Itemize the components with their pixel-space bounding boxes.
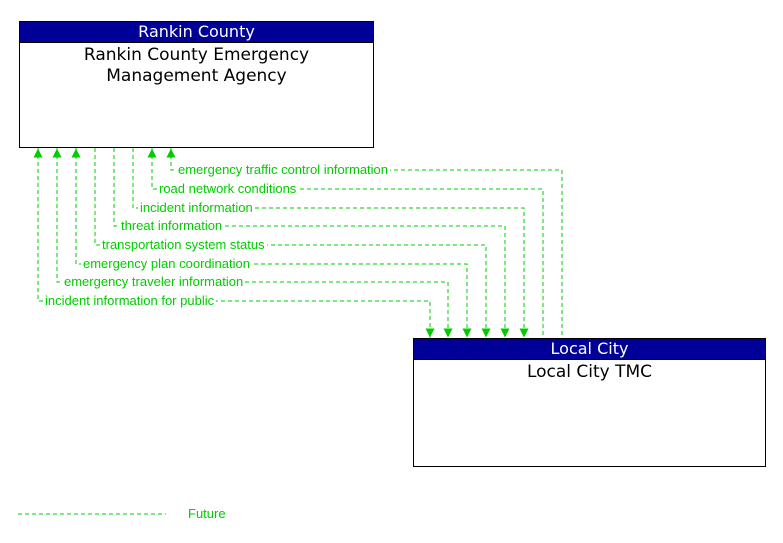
flow-connector (75, 148, 468, 338)
arrowhead-up-icon (166, 148, 176, 158)
arrowhead-down-icon (462, 328, 472, 338)
flow-label[interactable]: road network conditions (157, 181, 299, 196)
arrowhead-up-icon (147, 148, 157, 158)
flow-connector (113, 148, 506, 338)
flow-label[interactable]: incident information for public (43, 293, 217, 308)
entity-box-local-city-tmc[interactable]: Local City Local City TMC (413, 338, 766, 467)
flow-connector (56, 148, 449, 338)
flow-label[interactable]: emergency traffic control information (176, 162, 391, 177)
arrowhead-down-icon (443, 328, 453, 338)
entity-group-header: Local City (414, 339, 765, 360)
arrowhead-up-icon (52, 148, 62, 158)
legend-future-label: Future (188, 506, 226, 521)
flow-label[interactable]: emergency traveler information (62, 274, 246, 289)
flow-connector (132, 148, 525, 338)
flow-connector (37, 148, 431, 338)
arrowhead-up-icon (33, 148, 43, 158)
entity-name: Local City TMC (526, 362, 653, 382)
arrowhead-down-icon (519, 328, 529, 338)
arrowhead-up-icon (71, 148, 81, 158)
flow-connector (94, 148, 487, 338)
arrowhead-down-icon (500, 328, 510, 338)
flow-label[interactable]: emergency plan coordination (81, 256, 252, 271)
flow-label[interactable]: incident information (138, 200, 255, 215)
flow-label[interactable]: threat information (119, 218, 225, 233)
flow-connector (151, 148, 544, 338)
arrowhead-down-icon (425, 328, 435, 338)
entity-name: Rankin County Emergency Management Agenc… (83, 45, 310, 86)
entity-box-rankin-county-ema[interactable]: Rankin County Rankin County Emergency Ma… (19, 21, 374, 148)
entity-group-header: Rankin County (20, 22, 373, 43)
arrowhead-down-icon (481, 328, 491, 338)
flow-label[interactable]: transportation system status (100, 237, 267, 252)
